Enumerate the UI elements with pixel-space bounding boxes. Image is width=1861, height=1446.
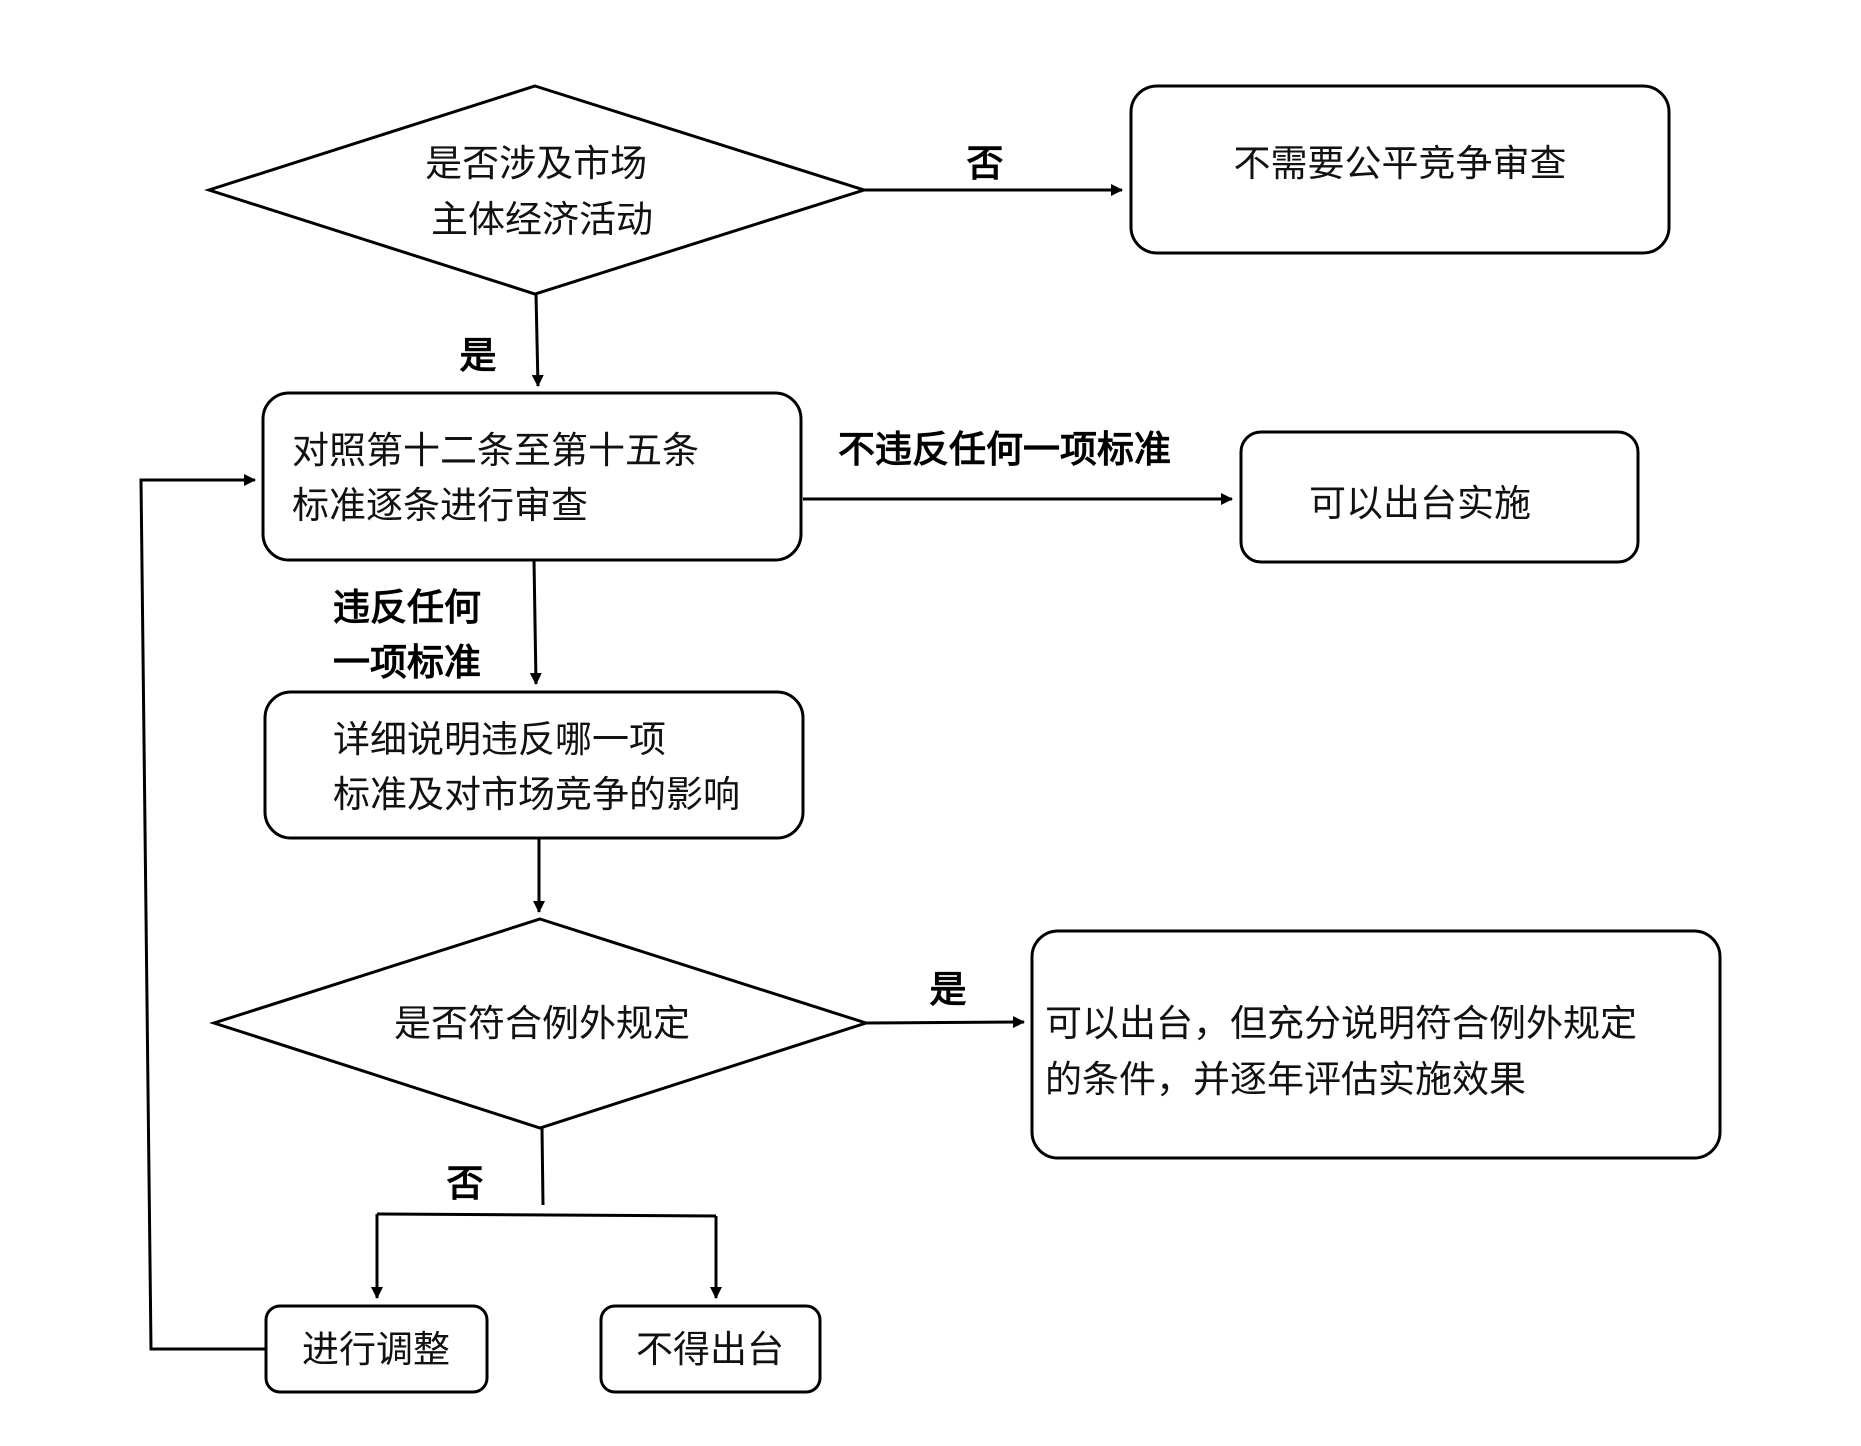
svg-text:违反任何 一项标准: 违反任何 一项标准 — [333, 586, 494, 684]
svg-text:是否涉及市场 主体经济活动: 是否涉及市场 主体经济活动 — [425, 142, 659, 241]
box-no-review-needed-label: 不需要公平竞争审查 — [1234, 142, 1567, 185]
arrow-adjust-loop-back — [139, 474, 266, 1351]
edge-label-violation-line-1: 违反任何 — [333, 586, 481, 629]
arrow-exception-to-allowed — [865, 1016, 1025, 1029]
svg-text:对照第十二条至第十五条 标准逐条进行审查: 对照第十二条至第十五条 标准逐条进行审查 — [292, 429, 711, 527]
decision-market-activity-line-2: 主体经济活动 — [431, 198, 653, 241]
edge-label-violation-line-2: 一项标准 — [333, 641, 481, 684]
box-review-standards: 对照第十二条至第十五条 标准逐条进行审查 — [261, 391, 803, 562]
box-not-allowed-label: 不得出台 — [636, 1328, 784, 1371]
box-explain-violation: 详细说明违反哪一项 标准及对市场竞争的影响 — [263, 690, 805, 840]
arrow-review-to-explain — [529, 559, 542, 685]
edge-label-market-no: 否 — [967, 142, 1004, 185]
box-adjust: 进行调整 — [264, 1304, 489, 1394]
edge-label-market-yes: 是 — [460, 334, 497, 377]
decision-market-activity-line-1: 是否涉及市场 — [425, 142, 647, 185]
box-exception-allowed: 可以出台，但充分说明符合例外规定 的条件，并逐年评估实施效果 — [1030, 929, 1722, 1160]
box-exception-allowed-line-1: 可以出台，但充分说明符合例外规定 — [1045, 1002, 1637, 1045]
decision-market-activity: 是否涉及市场 主体经济活动 — [204, 84, 869, 296]
edge-label-exception-yes: 是 — [930, 968, 967, 1011]
box-adjust-label: 进行调整 — [302, 1328, 450, 1371]
box-can-implement: 可以出台实施 — [1239, 430, 1640, 564]
edge-label-exception-no: 否 — [447, 1162, 484, 1205]
svg-text:可以出台，但充分说明符合例外规定 的条件，并逐年: 可以出台，但充分说明符合例外规定 的条件，并逐年评估实施效果 — [1045, 1002, 1649, 1101]
svg-text:详细说明违反哪一项 标准及对市场竞争的影响: 详细说明违反哪一项 标准及对市场竞争的影响 — [333, 718, 740, 816]
box-can-implement-label: 可以出台实施 — [1309, 482, 1531, 525]
connector-exception-branch — [540, 1127, 545, 1206]
edge-label-no-violation: 不违反任何一项标准 — [838, 428, 1171, 471]
decision-exception: 是否符合例外规定 — [209, 917, 871, 1130]
box-no-review-needed: 不需要公平竞争审查 — [1129, 84, 1671, 255]
box-review-standards-line-1: 对照第十二条至第十五条 — [292, 429, 699, 472]
box-not-allowed: 不得出台 — [599, 1304, 822, 1394]
box-explain-violation-line-1: 详细说明违反哪一项 — [333, 718, 666, 761]
connector-branch-bar — [376, 1212, 717, 1218]
arrow-market-to-review — [531, 293, 544, 387]
box-explain-violation-line-2: 标准及对市场竞争的影响 — [333, 773, 740, 816]
decision-exception-label: 是否符合例外规定 — [394, 1002, 690, 1045]
box-exception-allowed-line-2: 的条件，并逐年评估实施效果 — [1045, 1058, 1526, 1101]
box-review-standards-line-2: 标准逐条进行审查 — [292, 484, 588, 527]
